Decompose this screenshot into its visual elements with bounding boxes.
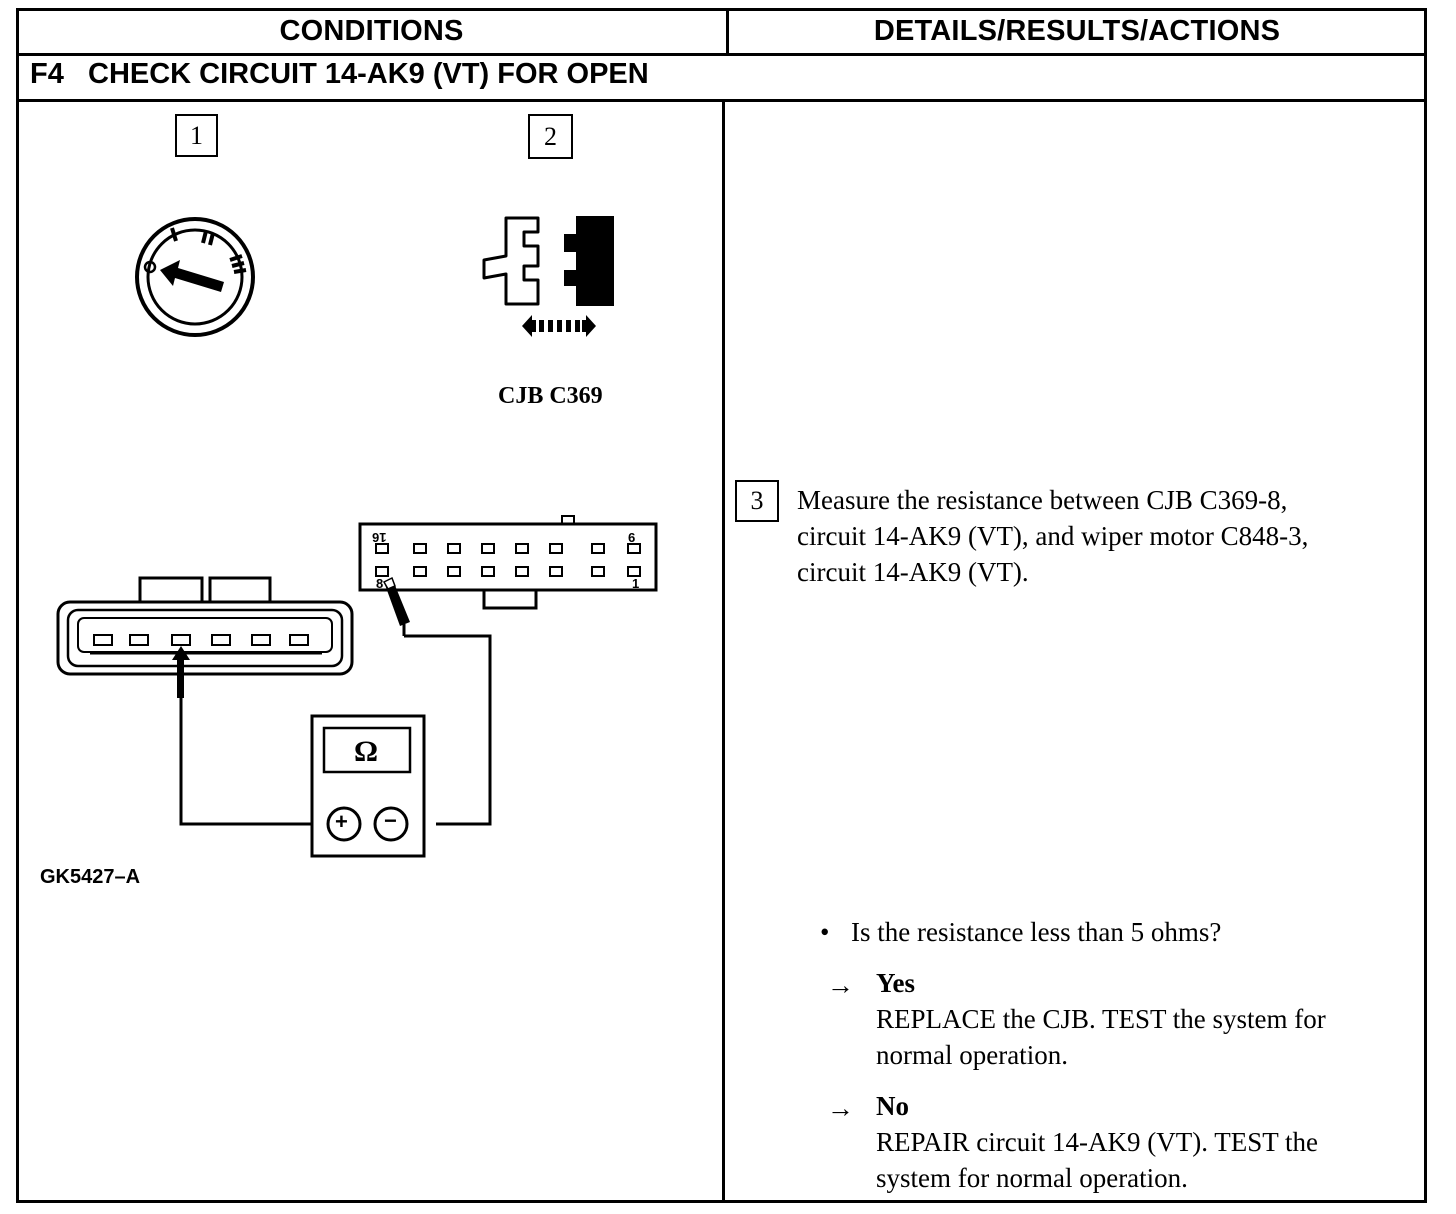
cjb-pin-16-label: 16 <box>372 530 387 545</box>
question-text: Is the resistance less than 5 ohms? <box>851 917 1222 947</box>
ignition-switch-icon <box>135 217 255 337</box>
cjb-pin-9-label: 9 <box>628 530 636 545</box>
instruction-line-1: Measure the resistance between CJB C369-… <box>797 485 1288 515</box>
conditions-header: CONDITIONS <box>279 15 464 47</box>
step-number-box-2: 2 <box>528 114 573 159</box>
step-title: F4 CHECK CIRCUIT 14-AK9 (VT) FOR OPEN <box>30 58 649 90</box>
ohmmeter-icon <box>310 714 426 858</box>
no-action-line-1: REPAIR circuit 14-AK9 (VT). TEST the <box>876 1127 1318 1157</box>
connector-label-cjb-c369: CJB C369 <box>498 383 603 409</box>
yes-label: Yes <box>876 968 915 998</box>
cjb-pin-8-label: 8 <box>376 576 384 591</box>
figure-id: GK5427–A <box>40 866 141 888</box>
ohmmeter-test-diagram <box>56 515 658 858</box>
no-action-line-2: system for normal operation. <box>876 1163 1188 1193</box>
step-number-box-3: 3 <box>735 480 779 522</box>
details-header: DETAILS/RESULTS/ACTIONS <box>873 15 1281 47</box>
step-divider <box>16 99 1427 102</box>
instruction-line-3: circuit 14-AK9 (VT). <box>797 557 1029 587</box>
cjb-c369-connector <box>358 515 658 610</box>
column-divider-top <box>726 8 729 55</box>
ohm-symbol: Ω <box>354 735 379 768</box>
step-number-box-1: 1 <box>175 114 218 157</box>
connector-disconnect-icon <box>482 216 614 337</box>
cjb-pin-1-label: 1 <box>632 576 640 591</box>
yes-arrow: → <box>827 970 854 1000</box>
instruction-line-2: circuit 14-AK9 (VT), and wiper motor C84… <box>797 521 1309 551</box>
no-label: No <box>876 1091 909 1121</box>
test-procedure-table <box>16 8 1427 1203</box>
meter-plus-terminal: + <box>335 809 348 834</box>
yes-action-line-2: normal operation. <box>876 1040 1068 1070</box>
header-divider <box>16 53 1427 56</box>
yes-action-line-1: REPLACE the CJB. TEST the system for <box>876 1004 1326 1034</box>
no-arrow: → <box>827 1093 854 1123</box>
wiper-motor-connector <box>56 576 354 676</box>
question-bullet: • <box>820 917 830 947</box>
column-divider-body <box>722 100 725 1203</box>
meter-minus-terminal: − <box>384 808 397 833</box>
